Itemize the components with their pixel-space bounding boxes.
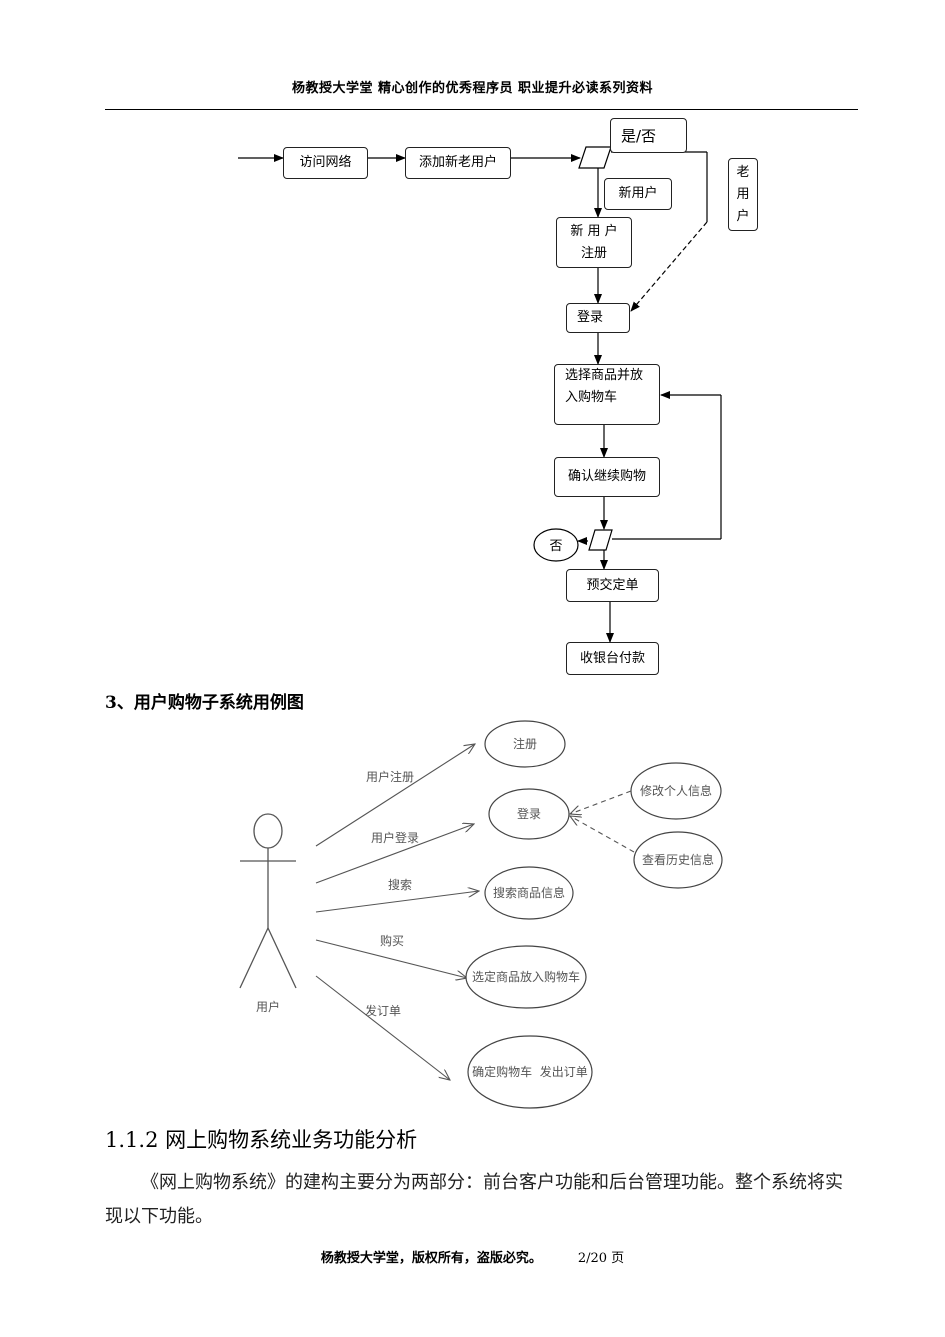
usecase-add-cart [465,945,587,1009]
confirm-label: 确认继续购物 [567,469,646,484]
edge-label-login: 用户登录 [371,830,419,845]
login-label: 登录 [577,310,604,325]
login-box: 登录 [566,303,630,333]
header-rule [105,109,858,110]
usecase-edit-profile-label: 修改个人信息 [640,783,712,798]
pre-order-label: 预交定单 [586,577,639,593]
usecase-view-history-label: 查看历史信息 [642,852,714,867]
page-number: 2/20 页 [577,1251,625,1266]
usecase-place-order [467,1035,593,1109]
new-user-box: 新用户 [604,178,672,210]
visit-network-label: 访问网络 [299,155,352,170]
pre-order-box: 预交定单 [566,569,659,602]
decision-parallelogram-2 [588,529,613,551]
actor-figure [239,813,297,989]
new-user-label: 新用户 [618,186,658,201]
register-box: 新 用 户 注册 [556,217,632,268]
usecase-add-cart-label: 选定商品放入购物车 [472,969,580,984]
edge-label-buy: 购买 [380,933,404,948]
select-goods-box: 选择商品并放 入购物车 [554,364,660,425]
actor-label: 用户 [256,999,280,1014]
confirm-box: 确认继续购物 [554,457,660,497]
body-paragraph: 《网上购物系统》的建构主要分为两部分：前台客户功能和后台管理功能。整个系统将实现… [105,1172,843,1227]
usecase-register-label: 注册 [513,736,537,751]
select-goods-line-2: 入购物车 [565,390,618,405]
usecase-diagram: 用户 用户注册 用户登录 搜索 购买 发订单 注册 登录 搜索商品信息 选定商品… [239,720,723,1109]
page-footer: 杨教授大学堂，版权所有，盗版必究。 2/20 页 [0,1247,945,1266]
page-header: 杨教授大学堂 精心创作的优秀程序员 职业提升必读系列资料 [291,81,654,96]
edge-label-search: 搜索 [388,877,412,892]
usecase-search [484,866,574,920]
edge-label-order: 发订单 [365,1003,401,1018]
register-line-2: 注册 [580,245,607,261]
usecase-register [484,720,566,768]
old-user-box: 老 用 户 [728,158,758,231]
no-ellipse [533,528,579,562]
flowchart-connectors: 否 [238,146,722,643]
footer-text: 杨教授大学堂，版权所有，盗版必究。 [320,1251,542,1266]
usecase-view-history [633,831,723,889]
old-user-char-1: 老 [736,164,750,180]
usecase-search-label: 搜索商品信息 [493,885,565,900]
register-line-1: 新 用 户 [570,223,618,239]
yes-no-label: 是/否 [621,126,657,145]
decision-parallelogram-1 [578,146,612,169]
usecase-login-label: 登录 [517,806,541,821]
visit-network-box: 访问网络 [283,147,368,179]
checkout-label: 收银台付款 [579,650,645,666]
no-label: 否 [549,539,562,554]
yes-no-box: 是/否 [610,118,687,153]
select-goods-line-1: 选择商品并放 [565,368,644,383]
old-user-char-3: 户 [736,208,750,224]
add-user-label: 添加新老用户 [418,155,497,170]
subsection-title: 1.1.2 网上购物系统业务功能分析 [105,1128,418,1152]
edge-label-register: 用户注册 [366,769,414,784]
old-user-char-2: 用 [736,186,750,202]
checkout-box: 收银台付款 [566,642,659,675]
usecase-place-order-label: 确定购物车 发出订单 [472,1064,588,1079]
section-heading: 3、用户购物子系统用例图 [105,693,304,713]
add-user-box: 添加新老用户 [405,147,511,179]
